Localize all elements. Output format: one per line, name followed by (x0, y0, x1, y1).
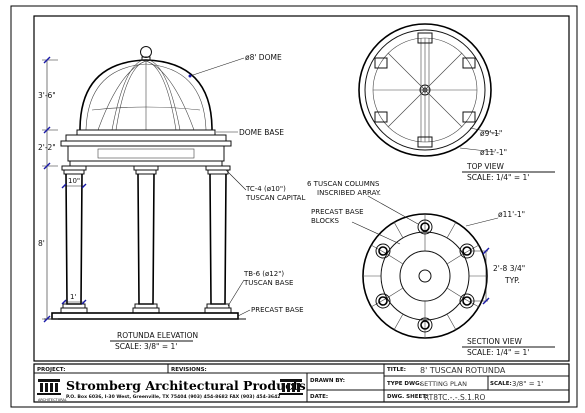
dim-capital-width: 10" (68, 177, 80, 185)
column-left (65, 173, 83, 305)
project-label: PROJECT: (37, 367, 65, 373)
section-column (375, 243, 391, 259)
company-logo-icon (279, 379, 303, 395)
dim-base-width: 1' (70, 293, 76, 301)
title-label: TITLE: (387, 367, 406, 373)
dwg-sheet-label: DWG. SHEET: (387, 394, 428, 400)
section-column (417, 317, 433, 333)
svg-text:ARCHITECTURAL: ARCHITECTURAL (38, 398, 67, 402)
dim-entablature-height: 2'-2" (38, 143, 56, 152)
callout-precast-blocks: PRECAST BASE BLOCKS (311, 208, 366, 225)
type-dwg-label: TYPE DWG: (387, 381, 422, 387)
callout-dome-base: DOME BASE (239, 128, 284, 137)
section-view: 6 TUSCAN COLUMNS INSCRIBED ARRAY. PRECAS… (307, 180, 555, 357)
title-value: 8' TUSCAN ROTUNDA (420, 366, 506, 375)
top-view-title: TOP VIEW (466, 162, 504, 171)
dim-dome-height: 3'-6" (38, 91, 56, 100)
revisions-label: REVISIONS: (171, 367, 207, 373)
section-dim-spacing: 2'-8 3/4" (493, 264, 525, 273)
company-address: P.O. Box 6036, I-30 West, Greenville, TX… (66, 394, 280, 400)
section-dim-diameter: ø11'-1" (498, 210, 525, 219)
company-logo-icon: ARCHITECTURAL (37, 379, 67, 402)
callout-capital: TC-4 (ø10") TUSCAN CAPITAL (245, 185, 305, 202)
column-right (209, 173, 227, 305)
callout-base: TB-6 (ø12") TUSCAN BASE (243, 270, 293, 287)
callout-tuscan-columns: 6 TUSCAN COLUMNS INSCRIBED ARRAY. (307, 180, 382, 197)
type-dwg-value: SETTING PLAN (420, 380, 467, 388)
inner-border (33, 15, 570, 362)
section-view-title: SECTION VIEW (467, 337, 523, 346)
dwg-sheet-value: RT8TC.-.-.S.1.RO (424, 393, 485, 402)
outer-border (10, 5, 578, 408)
section-view-scale: SCALE: 1/4" = 1' (467, 348, 529, 357)
precast-base (51, 312, 239, 320)
callout-precast-base: PRECAST BASE (251, 306, 304, 314)
column-center (137, 173, 155, 305)
dome-finial (140, 46, 152, 58)
section-column (417, 219, 433, 235)
top-view-scale: SCALE: 1/4" = 1' (467, 173, 529, 182)
section-column (375, 293, 391, 309)
top-dim-outer: ø9'-1" (480, 129, 502, 138)
date-label: DATE: (310, 394, 328, 400)
scale-label: SCALE: (490, 381, 512, 387)
entablature (67, 145, 225, 162)
callout-dome: ø8' DOME (245, 53, 282, 62)
rotunda-elevation: 3'-6" 2'-2" 8' 10" 1' ø8' DOME DOME BASE… (38, 46, 305, 351)
top-dim-inner: ø11'-1" (480, 148, 507, 157)
drawn-by-label: DRAWN BY: (310, 378, 345, 384)
elevation-scale: SCALE: 3/8" = 1' (115, 342, 177, 351)
title-block: PROJECT: REVISIONS: ARCHITECTURAL Stromb… (33, 363, 570, 403)
dim-column-height: 8' (38, 239, 45, 248)
dome-base (76, 129, 216, 136)
scale-value: 3/8" = 1' (512, 380, 543, 388)
elevation-title: ROTUNDA ELEVATION (117, 331, 198, 340)
top-view: ø9'-1" ø11'-1" TOP VIEW SCALE: 1/4" = 1' (358, 23, 555, 182)
company-name: Stromberg Architectural Products (66, 378, 306, 393)
section-dim-spacing-note: TYP. (504, 276, 520, 285)
